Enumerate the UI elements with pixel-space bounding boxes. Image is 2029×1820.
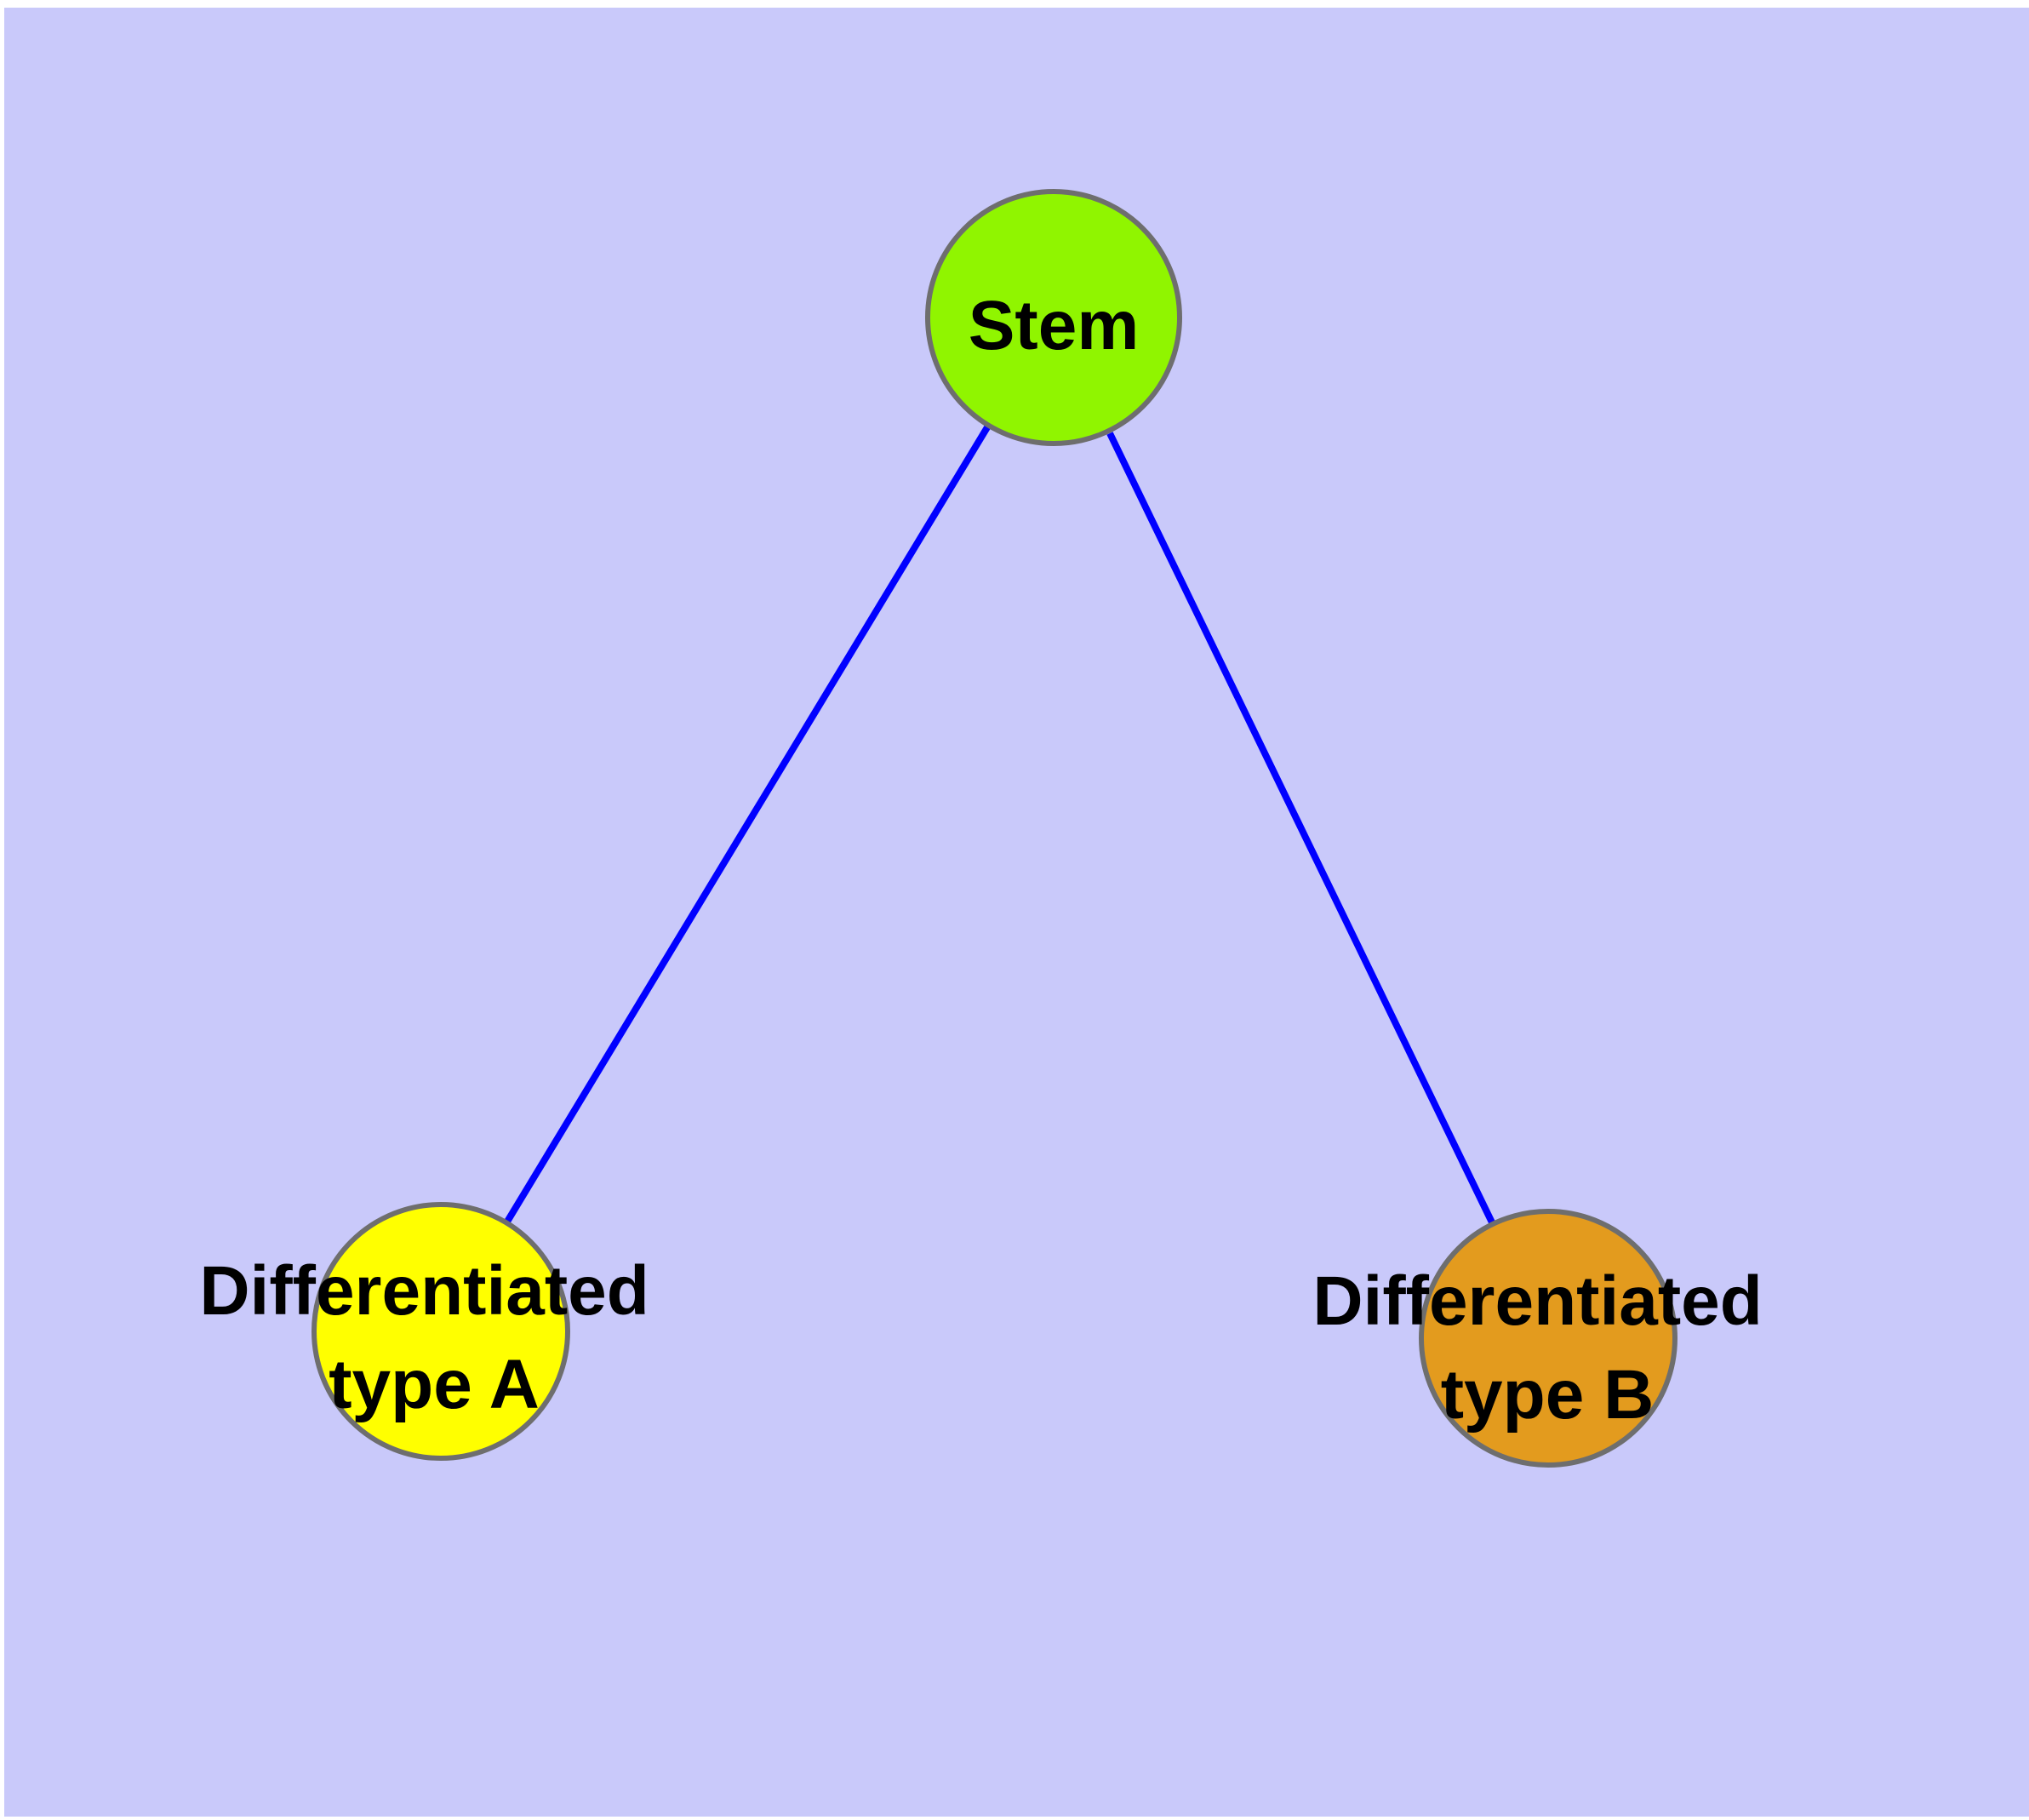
edge-stem-to-typeB xyxy=(1106,432,1495,1224)
node-type-b-label-line2: type B xyxy=(1441,1356,1655,1434)
node-stem xyxy=(925,189,1182,446)
node-type-a-label-line2: type A xyxy=(329,1346,540,1423)
node-stem-label: Stem xyxy=(969,287,1140,364)
node-differentiated-type-a xyxy=(311,1202,570,1461)
node-type-b-label: Differentiated type B xyxy=(1312,1262,1781,1434)
node-type-b-label-line1: Differentiated xyxy=(1312,1262,1763,1340)
node-type-a-label-line1: Differentiated xyxy=(199,1252,649,1330)
node-type-a-label: Differentiated type A xyxy=(199,1252,668,1423)
node-differentiated-type-b xyxy=(1419,1209,1677,1468)
edge-stem-to-typeA xyxy=(504,425,991,1224)
